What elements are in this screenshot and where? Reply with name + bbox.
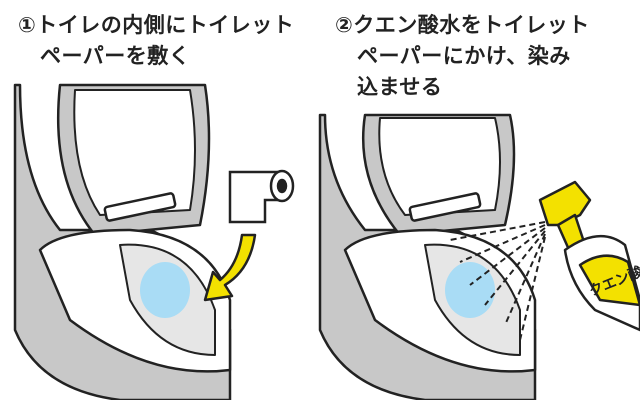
step-2-line-1: クエン酸水をトイレット xyxy=(353,13,590,37)
spray-mist xyxy=(449,221,546,341)
step-1-line-1: トイレの内側にトイレット xyxy=(36,13,295,37)
step-2-instruction: ②クエン酸水をトイレット ペーパーにかけ、染み 込ませる xyxy=(335,10,590,103)
toilet-illustration-step-2 xyxy=(318,113,537,400)
arrow-icon xyxy=(203,233,257,302)
spray-bottle-icon: クエン酸 xyxy=(538,180,640,332)
step-2-line-2: ペーパーにかけ、染み xyxy=(357,44,571,68)
water-pool xyxy=(140,262,190,318)
step-1-number: ① xyxy=(18,13,37,37)
step-1-instruction: ①トイレの内側にトイレット ペーパーを敷く xyxy=(18,10,294,72)
step-1-line-2: ペーパーを敷く xyxy=(40,44,191,68)
water-pool xyxy=(445,262,495,318)
toilet-illustration-step-1 xyxy=(13,83,232,400)
toilet-paper-roll-icon xyxy=(228,169,295,224)
step-2-number: ② xyxy=(335,13,354,37)
step-2-line-3: 込ませる xyxy=(357,75,443,99)
